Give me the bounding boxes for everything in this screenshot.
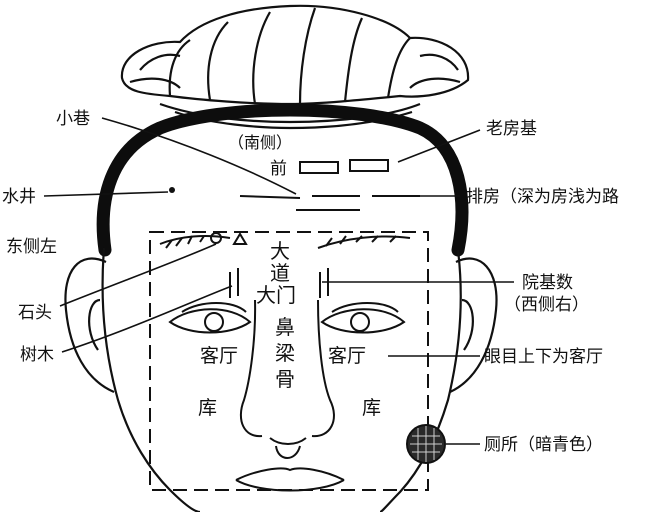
label-nose-2: 梁 bbox=[275, 341, 295, 365]
right-ear bbox=[449, 257, 498, 393]
label-gate-1: 大 bbox=[270, 239, 290, 263]
label-storage-right: 库 bbox=[362, 397, 381, 419]
leader-stone bbox=[59, 243, 217, 307]
callout-well: 水井 bbox=[2, 187, 36, 207]
leader-alley bbox=[101, 117, 297, 195]
left-eyebrow bbox=[159, 232, 248, 249]
label-nose-3: 骨 bbox=[275, 367, 295, 391]
left-eye bbox=[168, 302, 252, 334]
mouth bbox=[235, 467, 345, 492]
label-nose-1: 鼻 bbox=[275, 315, 295, 339]
callout-courtyard-2: （西侧右） bbox=[504, 295, 589, 315]
label-front: 前 bbox=[270, 159, 287, 179]
label-gate-2: 道 bbox=[270, 261, 290, 285]
callout-courtyard-1: 院基数 bbox=[522, 273, 573, 293]
label-south-side: （南侧） bbox=[228, 133, 292, 152]
stone-marks bbox=[229, 268, 239, 298]
well-dot bbox=[169, 187, 175, 193]
leader-tree bbox=[61, 285, 233, 353]
callout-east-left: 东侧左 bbox=[6, 237, 57, 257]
label-gate-3: 大门 bbox=[256, 283, 296, 307]
left-ear bbox=[64, 257, 115, 394]
hair-band bbox=[96, 103, 469, 257]
callout-tree: 树木 bbox=[20, 345, 54, 365]
label-living-left: 客厅 bbox=[200, 345, 238, 367]
callout-row-house: 排房（深为房浅为路 bbox=[466, 187, 619, 207]
tree-marks bbox=[319, 268, 329, 298]
row-house-dashes bbox=[239, 195, 420, 199]
label-storage-left: 库 bbox=[198, 397, 217, 419]
label-living-right: 客厅 bbox=[328, 345, 366, 367]
front-rect-left bbox=[299, 161, 339, 174]
callout-stone: 石头 bbox=[18, 303, 52, 323]
nose bbox=[239, 299, 335, 459]
callout-eyes-note: 眼目上下为客厅 bbox=[484, 347, 603, 367]
callout-old-foundation: 老房基 bbox=[486, 119, 537, 139]
leader-well bbox=[43, 191, 169, 197]
callout-alley: 小巷 bbox=[56, 109, 90, 129]
callout-toilet: 厕所（暗青色） bbox=[484, 435, 603, 455]
leader-old-foundation bbox=[397, 129, 481, 163]
right-eyebrow bbox=[317, 235, 411, 249]
front-rect-right bbox=[349, 159, 389, 172]
right-eye bbox=[320, 302, 406, 334]
leader-lines bbox=[43, 117, 514, 445]
toilet-mole bbox=[406, 424, 446, 464]
